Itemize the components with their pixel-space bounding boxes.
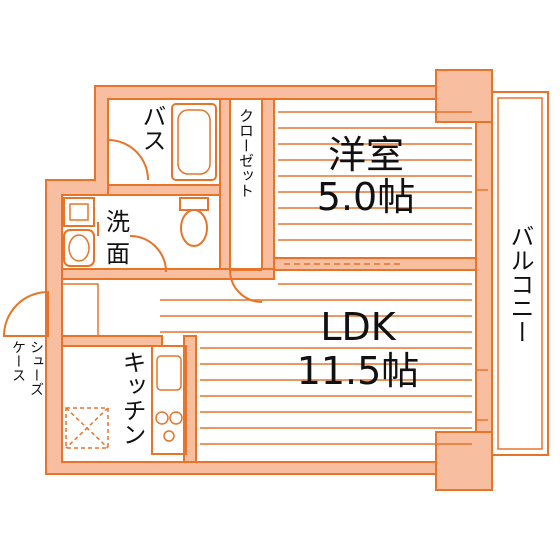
balcony-area xyxy=(491,91,549,456)
bath-door-swing xyxy=(107,139,149,181)
wash-basin-top xyxy=(63,197,95,227)
wash-basin-sink xyxy=(68,234,90,262)
bathtub-inner xyxy=(177,109,211,175)
column-top xyxy=(435,69,493,123)
toilet-tank xyxy=(179,197,209,211)
label-closet: クローゼット xyxy=(237,108,255,198)
kitchen-counter xyxy=(151,345,187,455)
kitchen-sink xyxy=(156,355,182,391)
stove-burner-1 xyxy=(155,411,169,425)
ldk-floor-lines xyxy=(160,283,472,445)
toilet-bowl xyxy=(180,209,208,247)
column-bottom xyxy=(435,431,493,491)
refrigerator-cross-2 xyxy=(65,407,109,449)
wash-basin-mirror xyxy=(69,203,89,221)
label-ldk-size: 11.5帖 xyxy=(297,349,420,393)
refrigerator-space xyxy=(65,407,109,449)
label-bedroom-name: 洋室 xyxy=(328,133,404,177)
balcony-rail xyxy=(497,97,543,450)
window-ticks xyxy=(476,189,488,421)
entrance-door-swing xyxy=(2,290,49,337)
label-shoe-case-2: ケース xyxy=(10,340,26,382)
partition-vertical-left xyxy=(219,98,231,270)
label-bedroom-size: 5.0帖 xyxy=(317,175,415,219)
partition-bath-wash xyxy=(107,184,221,196)
closet-door xyxy=(229,269,263,303)
label-kitchen: キッチン xyxy=(118,350,146,446)
stove-burner-2 xyxy=(169,411,183,425)
label-balcony: バルコニー xyxy=(506,224,534,344)
partition-wash-ldk xyxy=(61,268,275,280)
washroom-door-swing xyxy=(97,222,167,273)
shoe-case xyxy=(61,283,99,337)
label-ldk-name: LDK xyxy=(320,305,396,349)
wash-basin-bowl xyxy=(63,229,95,267)
label-wash-1: 洗 xyxy=(106,208,130,236)
label-shoe-case-1: シューズ xyxy=(28,340,44,396)
label-bath: バス xyxy=(138,104,166,152)
bedroom-floor-lines xyxy=(278,111,472,241)
stove-burner-3 xyxy=(163,430,175,442)
label-wash-2: 面 xyxy=(106,240,130,268)
partition-entrance xyxy=(61,335,163,347)
partition-closet-right xyxy=(261,98,275,270)
bathtub xyxy=(171,103,217,181)
